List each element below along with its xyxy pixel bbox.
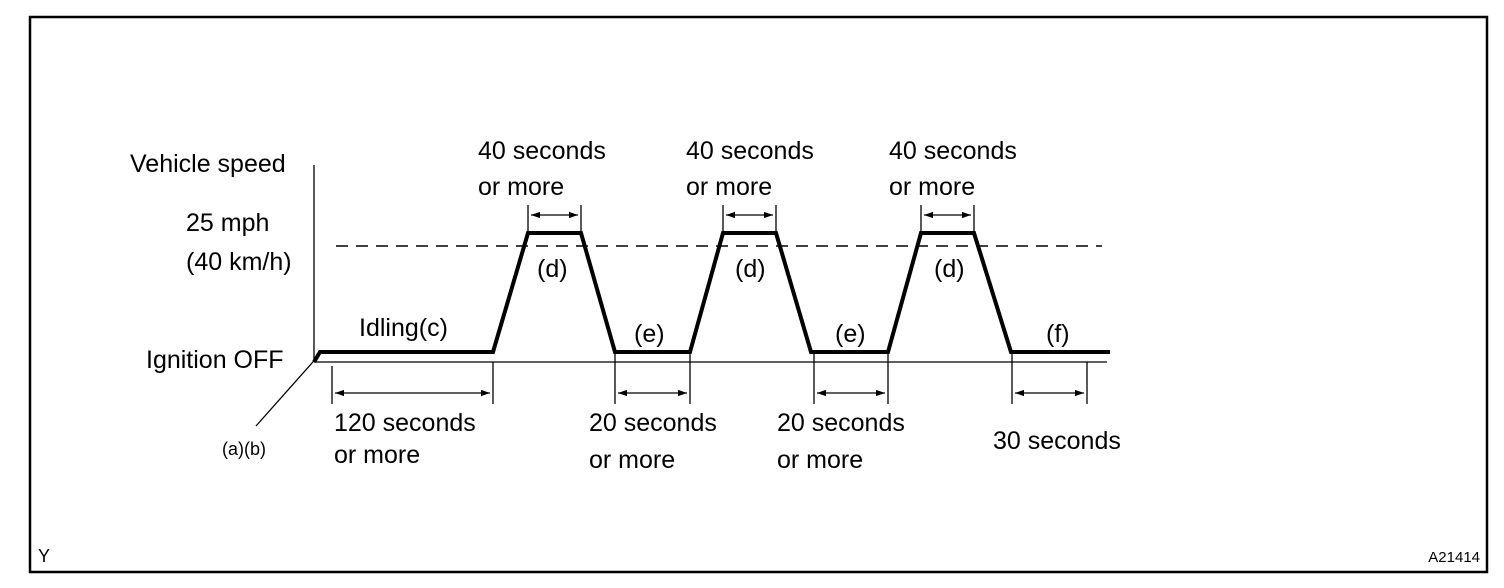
phase-2-duration-line2: or more	[589, 446, 675, 474]
phase-3-duration-marker	[722, 205, 777, 233]
ignition-off-label: Ignition OFF	[146, 346, 284, 374]
phase-3-duration-line2: or more	[686, 173, 772, 201]
idling-label: Idling(c)	[359, 314, 448, 342]
phase-2-duration-marker	[614, 352, 691, 404]
phase-3-tag: (d)	[735, 255, 766, 283]
phase-4-duration-line2: or more	[777, 446, 863, 474]
phase-5-duration-line1: 40 seconds	[889, 137, 1017, 165]
vehicle-speed-label: Vehicle speed	[130, 150, 286, 178]
figure-code: A21414	[1428, 549, 1480, 566]
phase-3-duration-line1: 40 seconds	[686, 137, 814, 165]
idle-duration-marker	[331, 362, 494, 404]
idle-duration-line1: 120 seconds	[334, 409, 476, 437]
phase-6-duration-line1: 30 seconds	[993, 427, 1121, 455]
phase-1-tag: (d)	[537, 255, 568, 283]
phase-5-tag: (d)	[934, 255, 965, 283]
phase-1-duration-line2: or more	[478, 173, 564, 201]
idle-duration-line2: or more	[334, 441, 420, 469]
speed-kmh-label: (40 km/h)	[186, 248, 292, 276]
phase-4-duration-marker	[813, 352, 889, 404]
phase-6-duration-marker	[1011, 352, 1088, 404]
phase-4-duration-line1: 20 seconds	[777, 409, 905, 437]
corner-mark: Y	[38, 546, 50, 566]
phase-1-duration-marker	[527, 205, 582, 233]
ab-leader-line	[255, 353, 321, 427]
phase-4-tag: (e)	[835, 320, 866, 348]
speed-mph-label: 25 mph	[186, 209, 269, 237]
phase-1-duration-line1: 40 seconds	[478, 137, 606, 165]
phase-6-tag: (f)	[1046, 320, 1070, 348]
speed-profile-line	[312, 231, 1110, 364]
phase-5-duration-line2: or more	[889, 173, 975, 201]
figure-frame	[28, 15, 1489, 574]
phase-5-duration-marker	[920, 205, 975, 233]
step-ab-label: (a)(b)	[222, 439, 266, 459]
phase-2-tag: (e)	[634, 320, 665, 348]
phase-2-duration-line1: 20 seconds	[589, 409, 717, 437]
